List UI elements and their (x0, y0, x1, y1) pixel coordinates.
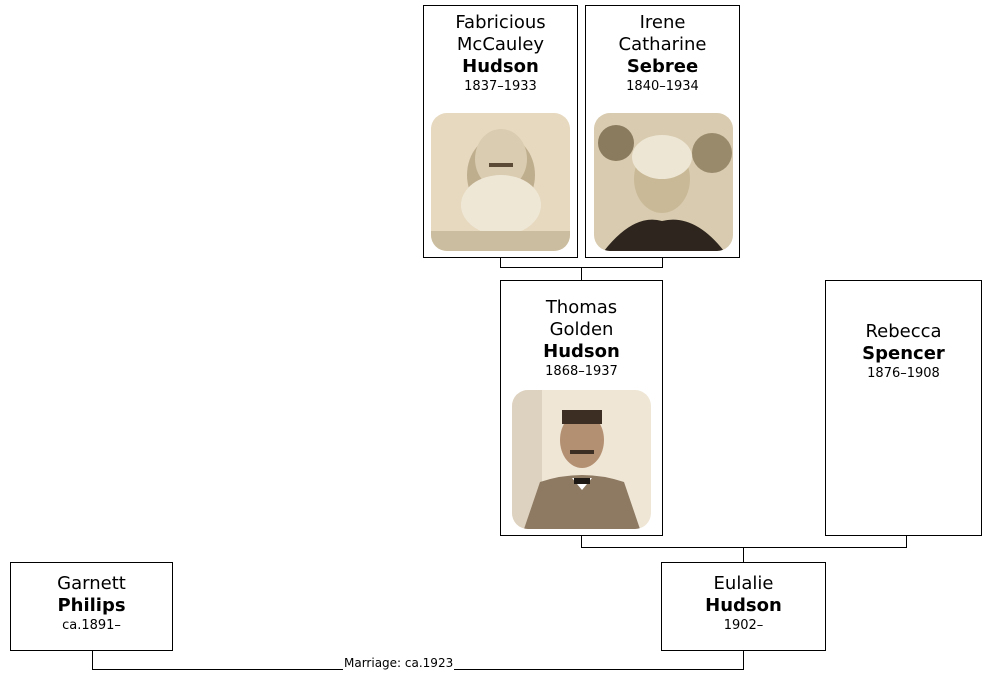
given-name: Garnett (57, 573, 126, 594)
connector-line (581, 547, 907, 548)
connector-line (581, 536, 582, 548)
life-dates: 1868–1937 (545, 364, 618, 379)
life-dates: 1837–1933 (464, 79, 537, 94)
surname: Sebree (626, 56, 699, 77)
life-dates: 1840–1934 (626, 79, 699, 94)
surname: Spencer (862, 343, 945, 364)
surname: Hudson (543, 341, 620, 362)
surname: Philips (57, 595, 126, 616)
person-card-fabricious-hudson[interactable]: Fabricious McCauley Hudson 1837–1933 (423, 5, 578, 258)
surname: Hudson (705, 595, 782, 616)
given-name: Rebecca (865, 321, 942, 342)
person-card-garnett-philips[interactable]: Garnett Philips ca.1891– (10, 562, 173, 651)
person-card-thomas-hudson[interactable]: Thomas Golden Hudson 1868–1937 (500, 280, 663, 536)
connector-line (662, 258, 663, 268)
given-name: Eulalie (713, 573, 774, 594)
surname: Hudson (462, 56, 539, 77)
connector-line (906, 536, 907, 548)
life-dates: 1902– (723, 618, 764, 633)
life-dates: 1876–1908 (867, 366, 940, 381)
connector-line (581, 267, 582, 280)
middle-name: Golden (549, 319, 614, 340)
given-name: Irene (639, 12, 686, 33)
life-dates: ca.1891– (62, 618, 121, 633)
marriage-line (743, 651, 744, 670)
person-card-rebecca-spencer[interactable]: Rebecca Spencer 1876–1908 (825, 280, 982, 536)
middle-name: McCauley (456, 34, 545, 55)
person-card-irene-sebree[interactable]: Irene Catharine Sebree 1840–1934 (585, 5, 740, 258)
marriage-line (92, 651, 93, 670)
portrait-photo (512, 390, 651, 529)
connector-line (743, 547, 744, 562)
connector-line (500, 258, 501, 268)
person-card-eulalie-hudson[interactable]: Eulalie Hudson 1902– (661, 562, 826, 651)
portrait-photo (594, 113, 733, 251)
given-name: Fabricious (455, 12, 546, 33)
marriage-label: Marriage: ca.1923 (343, 656, 455, 670)
middle-name: Catharine (618, 34, 707, 55)
portrait-photo (431, 113, 570, 251)
given-name: Thomas (545, 297, 618, 318)
